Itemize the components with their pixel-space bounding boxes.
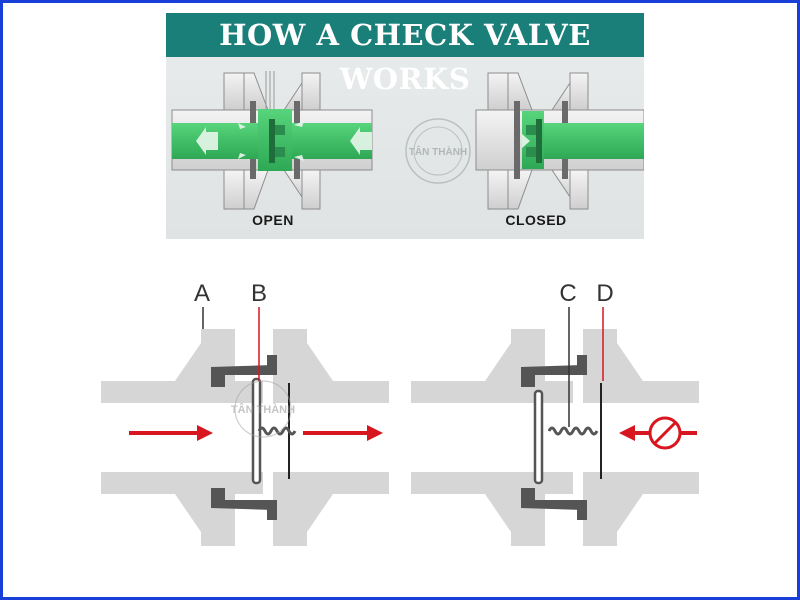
- closed-caption: CLOSED: [505, 212, 566, 228]
- diagram-watermark: TÂN THÀNH: [231, 380, 295, 438]
- seal-text: TÂN THÀNH: [409, 145, 467, 158]
- valve-illustration: TÂN THÀNH OPEN CLOSED: [171, 71, 644, 228]
- closed-flow-arrows: [522, 134, 530, 148]
- open-valve-diagram: A B TÂN THÀNH: [101, 280, 389, 546]
- label-d: D: [596, 280, 613, 307]
- open-valve-illustration: [171, 71, 373, 210]
- no-flow-icon: [648, 416, 682, 450]
- check-valve-diagram: A B TÂN THÀNH: [101, 280, 699, 546]
- title-banner: HOW A CHECK VALVE WORKS: [166, 13, 644, 96]
- closed-valve-illustration: [475, 72, 644, 210]
- open-caption: OPEN: [252, 212, 294, 228]
- banner-title: HOW A CHECK VALVE WORKS: [219, 18, 591, 96]
- closed-valve-diagram: C D: [411, 280, 699, 546]
- label-b: B: [251, 280, 267, 307]
- label-a: A: [194, 280, 210, 307]
- diagram-watermark-text: TÂN THÀNH: [231, 403, 295, 416]
- illustration-panel: HOW A CHECK VALVE WORKS: [166, 13, 644, 239]
- open-flow-arrows: [196, 121, 372, 161]
- label-c: C: [559, 280, 576, 307]
- watermark-seal: TÂN THÀNH: [405, 118, 471, 184]
